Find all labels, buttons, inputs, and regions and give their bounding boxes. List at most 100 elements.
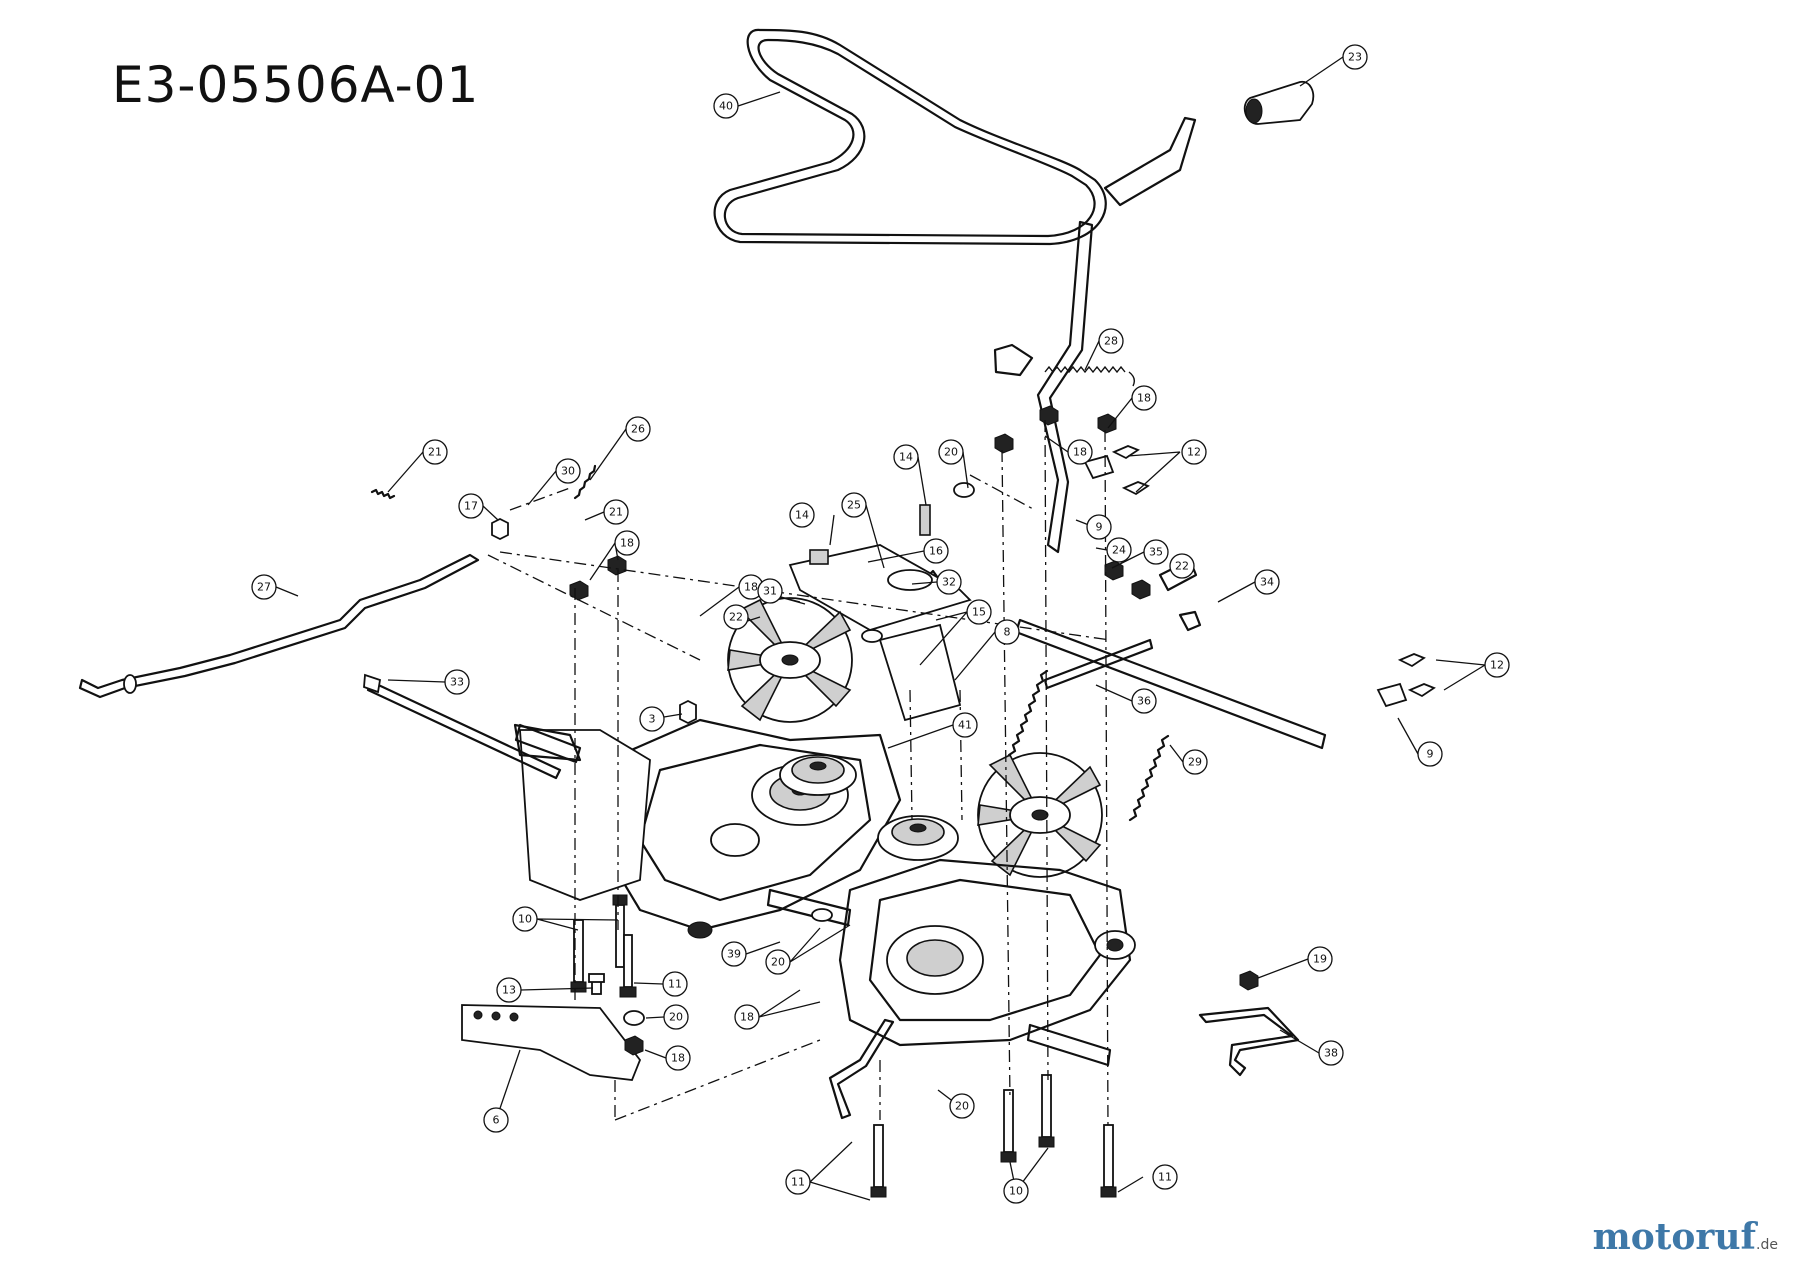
callout-c-6: 6	[483, 1107, 509, 1133]
svg-text:36: 36	[1137, 695, 1151, 708]
spring-21	[370, 488, 396, 500]
svg-text:18: 18	[671, 1052, 685, 1065]
svg-text:10: 10	[1009, 1185, 1023, 1198]
svg-text:24: 24	[1112, 544, 1126, 557]
svg-text:14: 14	[899, 451, 913, 464]
shaft-34	[1014, 558, 1327, 750]
callout-c-29: 29	[1182, 749, 1208, 775]
control-lever	[993, 116, 1197, 554]
bypass-rod-27	[78, 553, 480, 699]
callout-c-20-c: 20	[663, 1004, 689, 1030]
svg-text:30: 30	[561, 465, 575, 478]
svg-text:16: 16	[929, 545, 943, 558]
callout-c-18-a: 18	[1131, 385, 1157, 411]
callout-c-28-top: 28	[1098, 328, 1124, 354]
svg-text:8: 8	[1004, 626, 1011, 639]
svg-text:25: 25	[847, 499, 861, 512]
callout-c-14-a: 14	[893, 444, 919, 470]
svg-text:35: 35	[1149, 546, 1163, 559]
pulley-left	[779, 754, 857, 796]
spring-26	[573, 464, 597, 500]
logo-tld: .de	[1756, 1237, 1778, 1253]
svg-text:15: 15	[972, 606, 986, 619]
callout-c-41: 41	[952, 712, 978, 738]
svg-text:19: 19	[1313, 953, 1327, 966]
svg-text:21: 21	[609, 506, 623, 519]
svg-text:22: 22	[1175, 560, 1189, 573]
callout-c-14-b: 14	[789, 502, 815, 528]
callout-c-13: 13	[496, 977, 522, 1003]
callout-c-18-b: 18	[1067, 439, 1093, 465]
svg-text:41: 41	[958, 719, 972, 732]
svg-text:12: 12	[1187, 446, 1201, 459]
bolts	[570, 894, 1117, 1198]
watermark-logo: motoruf.de	[1593, 1216, 1778, 1258]
callout-c-15: 15	[966, 599, 992, 625]
svg-text:40: 40	[719, 100, 733, 113]
drive-belt	[713, 28, 1107, 246]
svg-text:3: 3	[649, 713, 656, 726]
callout-c-10-b: 10	[1003, 1178, 1029, 1204]
axle-stub-left	[514, 723, 582, 764]
bracket-6	[461, 1004, 642, 1081]
handle-grip	[1243, 80, 1315, 125]
callout-c-20-a: 20	[938, 439, 964, 465]
callout-c-16: 16	[923, 538, 949, 564]
diagram-title: E3-05506A-01	[112, 56, 480, 114]
callout-c-25: 25	[841, 492, 867, 518]
svg-text:13: 13	[502, 984, 516, 997]
callout-c-11-c: 11	[1152, 1164, 1178, 1190]
callout-c-21-a: 21	[422, 439, 448, 465]
callout-c-21-b: 21	[603, 499, 629, 525]
callout-c-8: 8	[994, 619, 1020, 645]
svg-text:23: 23	[1348, 51, 1362, 64]
bracket-38	[1198, 1006, 1300, 1077]
svg-text:9: 9	[1427, 748, 1434, 761]
svg-text:20: 20	[771, 956, 785, 969]
spring-28-top	[1044, 365, 1136, 387]
callout-c-22-b: 22	[723, 604, 749, 630]
callout-c-27: 27	[251, 574, 277, 600]
left-transaxle	[513, 718, 902, 939]
callout-c-10-a: 10	[512, 906, 538, 932]
callout-c-26: 26	[625, 416, 651, 442]
svg-text:29: 29	[1188, 756, 1202, 769]
cooling-fan-right	[977, 752, 1103, 878]
callout-c-18-f: 18	[734, 1004, 760, 1030]
right-transaxle	[766, 858, 1136, 1067]
callout-c-36: 36	[1131, 688, 1157, 714]
callout-c-24: 24	[1106, 537, 1132, 563]
svg-text:11: 11	[791, 1176, 805, 1189]
callout-c-39: 39	[721, 941, 747, 967]
svg-text:21: 21	[428, 446, 442, 459]
callout-c-18-e: 18	[665, 1045, 691, 1071]
spring-29	[1128, 734, 1170, 822]
svg-text:11: 11	[1158, 1171, 1172, 1184]
logo-name: motoruf	[1592, 1216, 1757, 1258]
callout-c-38: 38	[1318, 1040, 1344, 1066]
mounting-plate	[788, 504, 972, 722]
svg-text:39: 39	[727, 948, 741, 961]
callout-c-20-d: 20	[949, 1093, 975, 1119]
callout-c-20-b: 20	[765, 949, 791, 975]
callout-c-35: 35	[1143, 539, 1169, 565]
callout-c-19: 19	[1307, 946, 1333, 972]
alignment-lines	[487, 419, 1111, 1131]
cooling-fan-left	[727, 597, 853, 723]
callout-c-3: 3	[639, 706, 665, 732]
svg-text:34: 34	[1260, 576, 1274, 589]
svg-text:20: 20	[955, 1100, 969, 1113]
callout-c-17: 17	[458, 493, 484, 519]
svg-text:33: 33	[450, 676, 464, 689]
svg-text:28: 28	[1104, 335, 1118, 348]
spring-36	[1003, 669, 1049, 767]
callout-c-33: 33	[444, 669, 470, 695]
svg-text:18: 18	[740, 1011, 754, 1024]
callout-c-9-b: 9	[1417, 741, 1443, 767]
svg-text:12: 12	[1490, 659, 1504, 672]
callout-c-18-c: 18	[614, 530, 640, 556]
svg-text:38: 38	[1324, 1047, 1338, 1060]
svg-text:22: 22	[729, 611, 743, 624]
svg-text:18: 18	[744, 581, 758, 594]
